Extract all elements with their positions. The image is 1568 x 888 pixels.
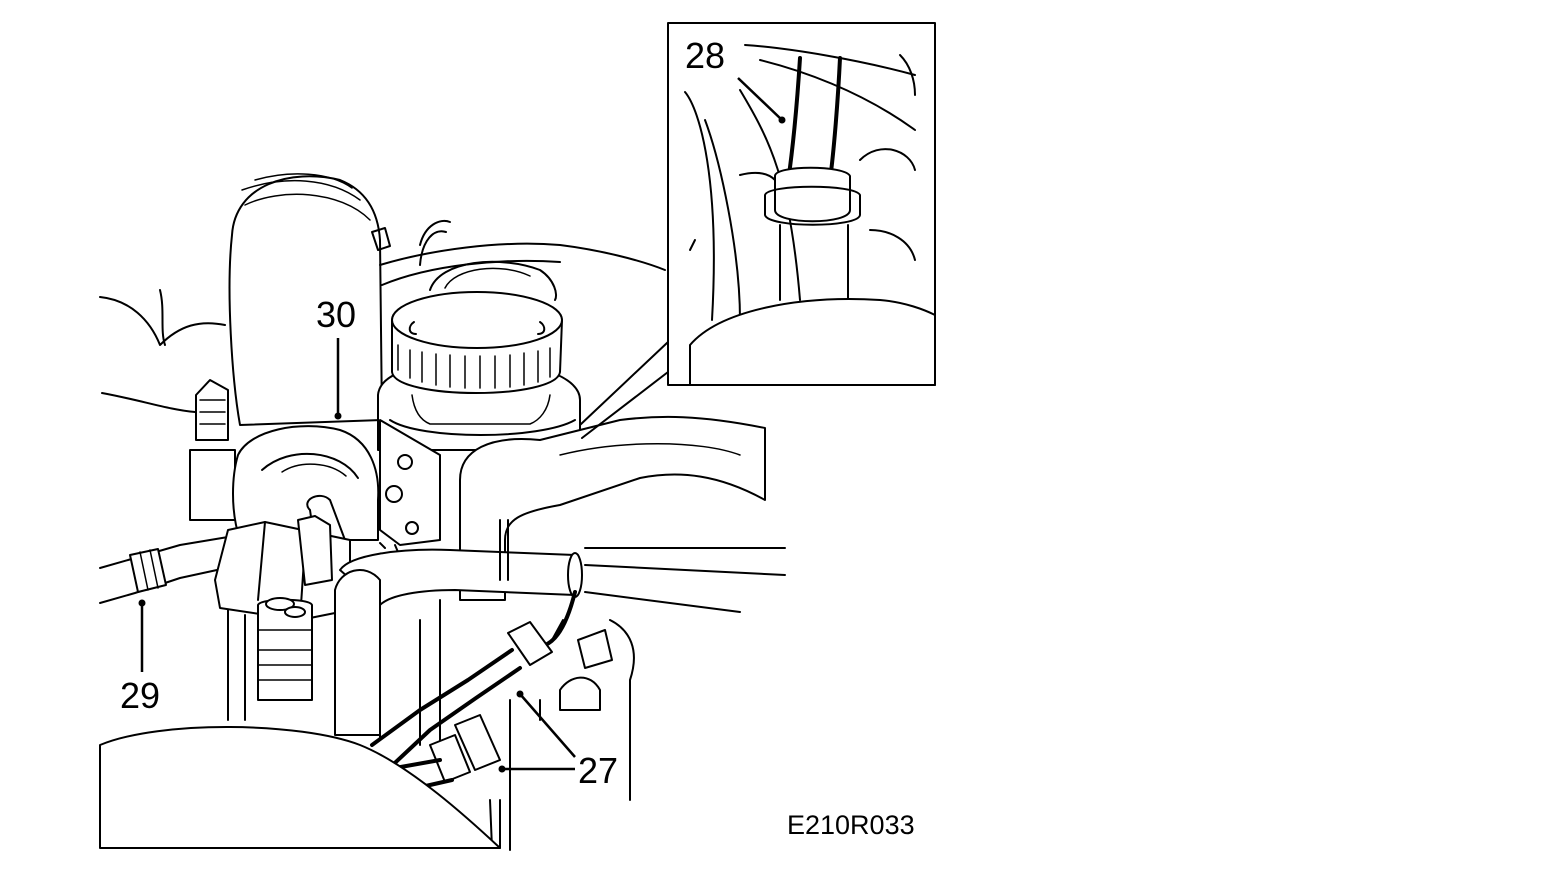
figure-code: E210R033 (787, 810, 915, 840)
main-illustration (99, 173, 786, 851)
callout-29: 29 (120, 599, 160, 716)
callout-27: 27 (498, 690, 618, 791)
callout-27-label: 27 (578, 750, 618, 791)
detail-inset (579, 22, 936, 439)
callout-28: 28 (685, 35, 786, 124)
callout-29-label: 29 (120, 675, 160, 716)
callout-28-label: 28 (685, 35, 725, 76)
callout-30-label: 30 (316, 294, 356, 335)
callout-30: 30 (316, 294, 356, 420)
